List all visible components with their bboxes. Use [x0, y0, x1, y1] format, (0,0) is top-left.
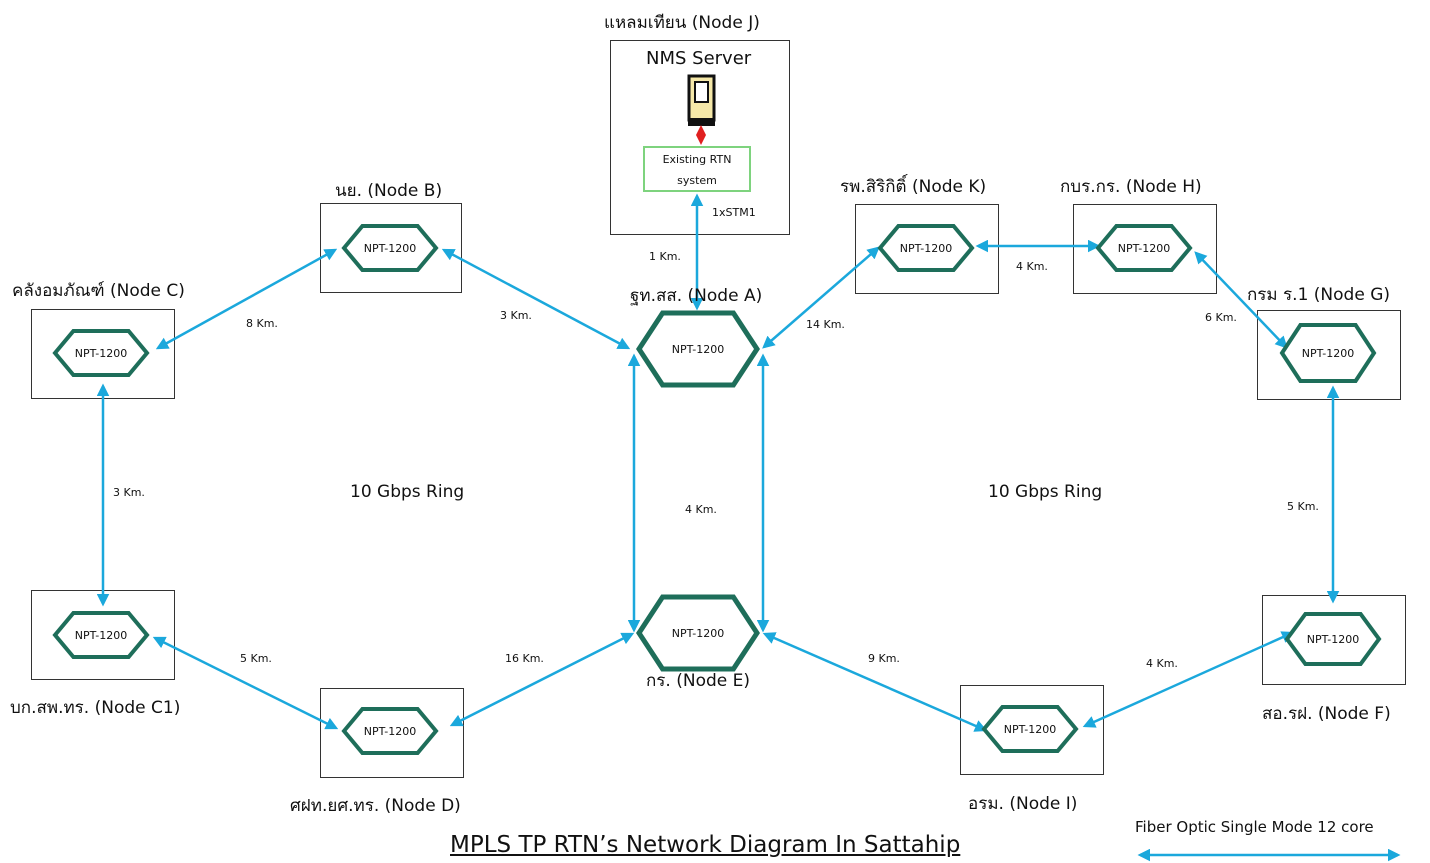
- distance-k-h: 4 Km.: [1016, 260, 1048, 273]
- device-hexagon-node-c: [52, 329, 150, 377]
- distance-d-e: 16 Km.: [505, 652, 544, 665]
- ring-right-label: 10 Gbps Ring: [988, 482, 1103, 502]
- nms-server-label: NMS Server: [646, 48, 752, 69]
- node-b-label: นย. (Node B): [335, 181, 443, 201]
- distance-i-e: 9 Km.: [868, 652, 900, 665]
- device-hexagon-node-d: [341, 707, 439, 755]
- distance-h-g: 6 Km.: [1205, 311, 1237, 324]
- link-i-e: [762, 632, 988, 732]
- device-hexagon-node-f: [1284, 612, 1382, 666]
- link-d-e: [449, 632, 635, 727]
- node-c1-label: บก.สพ.ทร. (Node C1): [10, 698, 181, 718]
- legend-label: Fiber Optic Single Mode 12 core: [1135, 818, 1374, 836]
- device-hexagon-node-a: [636, 310, 760, 388]
- device-label-node-g: NPT-1200: [1302, 347, 1355, 360]
- device-label-node-e: NPT-1200: [672, 627, 725, 640]
- ring-left-label: 10 Gbps Ring: [350, 482, 465, 502]
- node-c-label: คลังอมภัณฑ์ (Node C): [12, 281, 185, 301]
- distance-j-a: 1 Km.: [649, 250, 681, 263]
- link-h-g: [1194, 251, 1288, 349]
- node-d-label: ศฝท.ยศ.ทร. (Node D): [290, 796, 461, 816]
- device-hexagon-node-k: [877, 224, 975, 272]
- device-label-node-i: NPT-1200: [1004, 723, 1057, 736]
- existing-rtn-box: Existing RTN system: [643, 146, 751, 192]
- distance-a-e: 4 Km.: [685, 503, 717, 516]
- server-icon: [687, 74, 716, 145]
- node-j-label: แหลมเทียน (Node J): [604, 13, 760, 33]
- device-hexagon-node-g: [1279, 323, 1377, 383]
- node-h-label: กบร.กร. (Node H): [1060, 177, 1202, 197]
- node-e-label: กร. (Node E): [646, 671, 751, 691]
- device-label-node-f: NPT-1200: [1307, 633, 1360, 646]
- node-i-label: อรม. (Node I): [968, 794, 1078, 814]
- distance-a-k: 14 Km.: [806, 318, 845, 331]
- device-hexagons: NPT-1200NPT-1200NPT-1200NPT-1200NPT-1200…: [52, 224, 1382, 755]
- device-hexagon-node-b: [341, 224, 439, 272]
- device-label-node-b: NPT-1200: [364, 242, 417, 255]
- stm1-label: 1xSTM1: [712, 206, 756, 219]
- node-k-label: รพ.สิริกิติ์ (Node K): [840, 177, 987, 197]
- distance-c-c1: 3 Km.: [113, 486, 145, 499]
- link-f-i: [1082, 631, 1295, 728]
- device-label-node-a: NPT-1200: [672, 343, 725, 356]
- distance-f-i: 4 Km.: [1146, 657, 1178, 670]
- device-hexagon-node-c1: [52, 611, 150, 659]
- device-hexagon-node-h: [1095, 224, 1193, 272]
- rtn-line-1: Existing RTN: [662, 153, 732, 166]
- device-label-node-k: NPT-1200: [900, 242, 953, 255]
- distance-b-a: 3 Km.: [500, 309, 532, 322]
- link-c1-d: [152, 636, 339, 730]
- link-a-k: [762, 246, 880, 349]
- device-hexagon-node-i: [981, 705, 1079, 753]
- node-f-label: สอ.รฝ. (Node F): [1262, 704, 1391, 724]
- device-label-node-h: NPT-1200: [1118, 242, 1171, 255]
- device-hexagon-node-e: [636, 594, 760, 672]
- distance-c1-d: 5 Km.: [240, 652, 272, 665]
- link-c-b: [155, 248, 338, 350]
- distance-g-f: 5 Km.: [1287, 500, 1319, 513]
- device-label-node-c: NPT-1200: [75, 347, 128, 360]
- node-g-label: กรม ร.1 (Node G): [1247, 285, 1390, 305]
- node-a-label: ฐท.สส. (Node A): [630, 286, 763, 306]
- device-label-node-d: NPT-1200: [364, 725, 417, 738]
- diagram-title: MPLS TP RTN’s Network Diagram In Sattahi…: [450, 832, 961, 858]
- link-b-a: [441, 248, 631, 350]
- rtn-line-2: system: [677, 174, 717, 187]
- device-label-node-c1: NPT-1200: [75, 629, 128, 642]
- distance-c-b: 8 Km.: [246, 317, 278, 330]
